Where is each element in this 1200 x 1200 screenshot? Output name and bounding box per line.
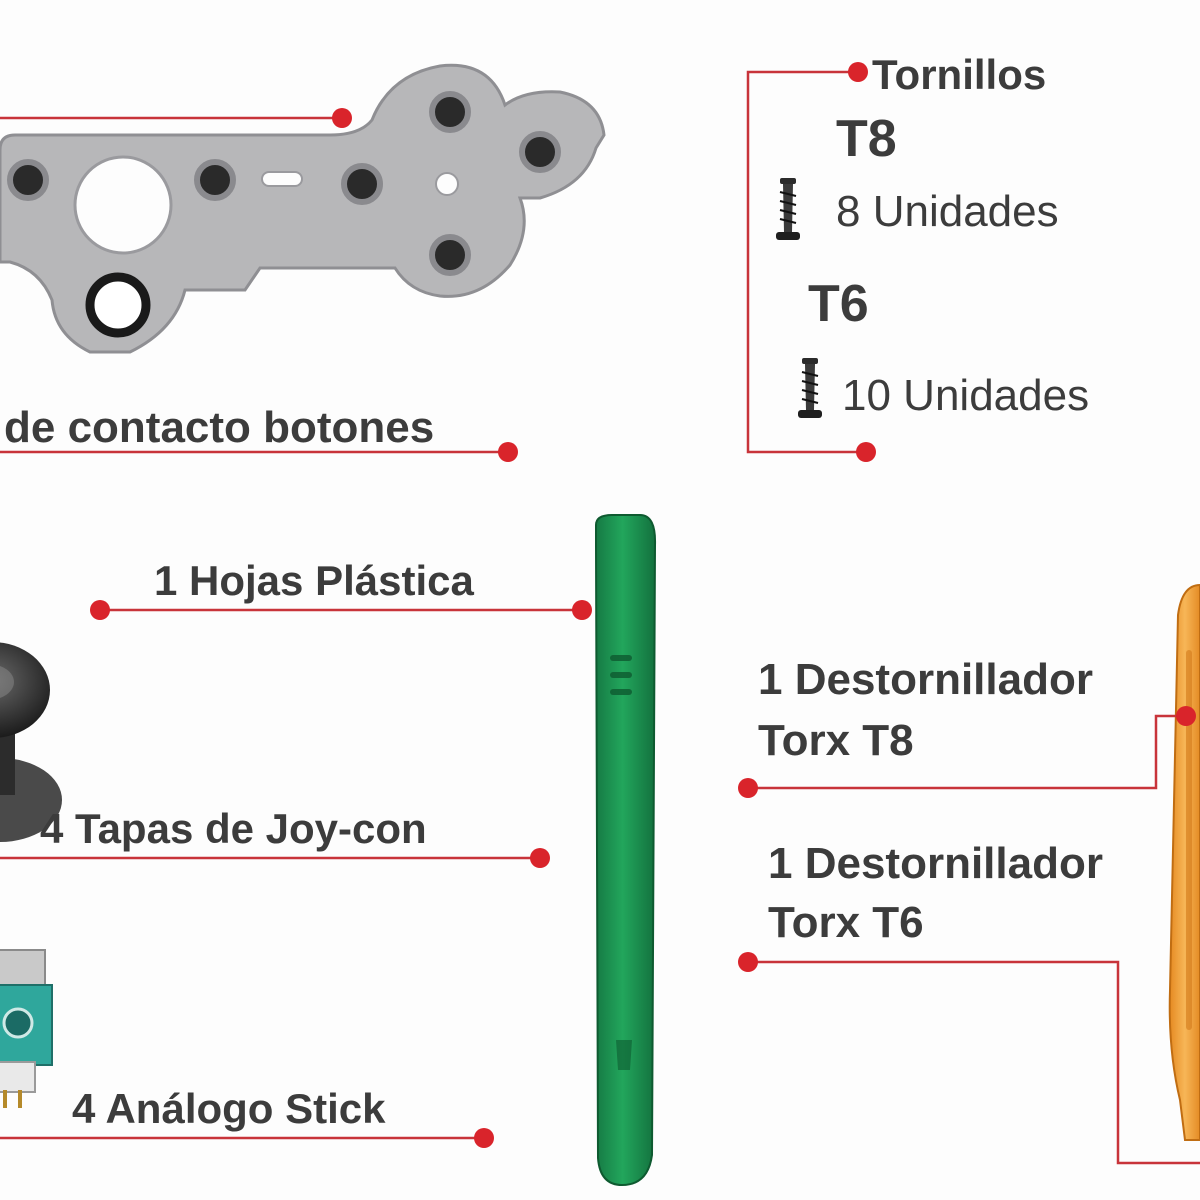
label-contact-buttons: de contacto botones	[4, 403, 435, 452]
leader-dot	[530, 848, 550, 868]
leader-line-screwdriver-t6	[748, 960, 1200, 1165]
label-screws-title: Tornillos	[872, 51, 1047, 98]
leader-dot	[848, 62, 868, 82]
leader-dot	[474, 1128, 494, 1148]
rubber-contact-pad-image	[0, 63, 606, 354]
leader-dot	[1176, 706, 1196, 726]
leader-dot	[498, 442, 518, 462]
leader-dot	[572, 600, 592, 620]
joycon-cap-image	[0, 642, 62, 842]
leader-line-screws-bracket	[746, 70, 866, 454]
label-screwdriver-t6-line2: Torx T6	[768, 898, 924, 947]
label-screwdriver-t8-line2: Torx T8	[758, 716, 914, 765]
leader-dot	[90, 600, 110, 620]
screwdriver-handle-image	[1168, 583, 1200, 1141]
leader-dot	[332, 108, 352, 128]
label-joycon-caps: 4 Tapas de Joy-con	[40, 805, 427, 852]
label-screwdriver-t8-line1: 1 Destornillador	[758, 655, 1093, 704]
screw-t8-icon	[776, 178, 800, 240]
leader-dot	[738, 778, 758, 798]
label-t6-units: 10 Unidades	[842, 371, 1090, 420]
plastic-pry-tool-image	[595, 514, 657, 1187]
label-screwdriver-t6-line1: 1 Destornillador	[768, 839, 1103, 888]
leader-dot	[856, 442, 876, 462]
leader-dot	[738, 952, 758, 972]
leader-lines	[0, 70, 1200, 1165]
analog-stick-module-image	[0, 949, 53, 1108]
leader-line-screwdriver-t8	[748, 714, 1186, 790]
label-t6-heading: T6	[808, 275, 869, 333]
label-t8-units: 8 Unidades	[836, 187, 1059, 236]
label-t8-heading: T8	[836, 110, 897, 168]
leader-dots	[90, 62, 1196, 1148]
label-analog-stick: 4 Análogo Stick	[72, 1085, 386, 1132]
label-plastic-sheet: 1 Hojas Plástica	[154, 557, 474, 604]
screw-t6-icon	[798, 358, 822, 418]
